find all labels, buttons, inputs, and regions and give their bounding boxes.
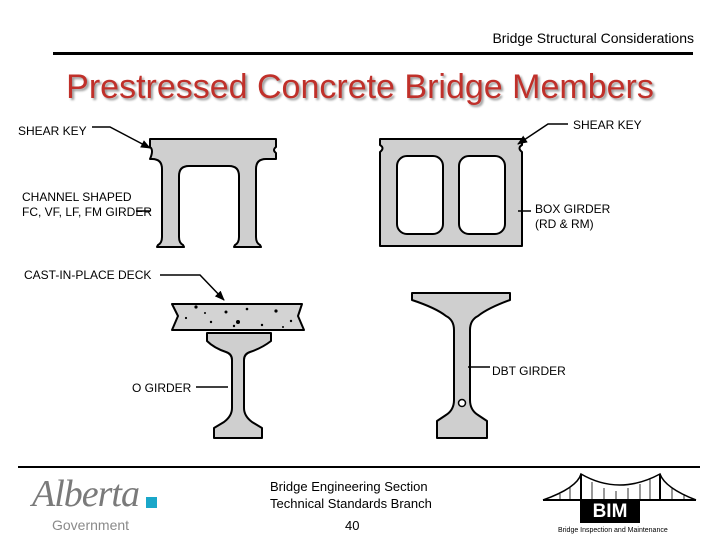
label-deck: CAST-IN-PLACE DECK (24, 268, 152, 282)
leader-deck (160, 274, 225, 301)
footer-rule (18, 466, 700, 468)
label-channel-line2: FC, VF, LF, FM GIRDER (22, 205, 153, 219)
cast-in-place-deck-shape (171, 303, 305, 331)
footer-line2: Technical Standards Branch (270, 496, 432, 511)
label-box-line1: BOX GIRDER (535, 202, 611, 216)
leader-shear-key-left (92, 126, 151, 149)
bridge-logo-icon (542, 472, 697, 501)
label-channel-girder: CHANNEL SHAPED FC, VF, LF, FM GIRDER (22, 190, 152, 220)
footer-line1: Bridge Engineering Section (270, 479, 428, 494)
label-shear-key-right: SHEAR KEY (573, 118, 642, 132)
header-title: Bridge Structural Considerations (492, 30, 694, 46)
alberta-logo: Alberta (32, 473, 140, 515)
dbt-girder-shape (411, 292, 511, 439)
label-shear-key-left: SHEAR KEY (18, 124, 87, 138)
channel-girder-shape (149, 138, 277, 248)
alberta-logo-sub: Government (52, 517, 130, 533)
page-number: 40 (345, 518, 360, 533)
o-girder-shape (206, 332, 272, 439)
bim-logo: BIM (580, 500, 640, 523)
footer-org: Bridge Engineering Section Technical Sta… (270, 478, 432, 512)
label-channel-line1: CHANNEL SHAPED (22, 190, 132, 204)
box-girder-shape (379, 138, 523, 247)
leader-shear-key-right (517, 123, 568, 145)
header-rule (53, 52, 693, 55)
alberta-logo-square-icon (146, 497, 157, 508)
label-box-girder: BOX GIRDER (RD & RM) (535, 202, 610, 232)
label-box-line2: (RD & RM) (535, 217, 594, 231)
label-dbt-girder: DBT GIRDER (492, 364, 566, 378)
bim-caption: Bridge Inspection and Maintenance (558, 527, 668, 534)
label-o-girder: O GIRDER (132, 381, 192, 395)
slide-title: Prestressed Concrete Bridge Members (66, 68, 654, 106)
